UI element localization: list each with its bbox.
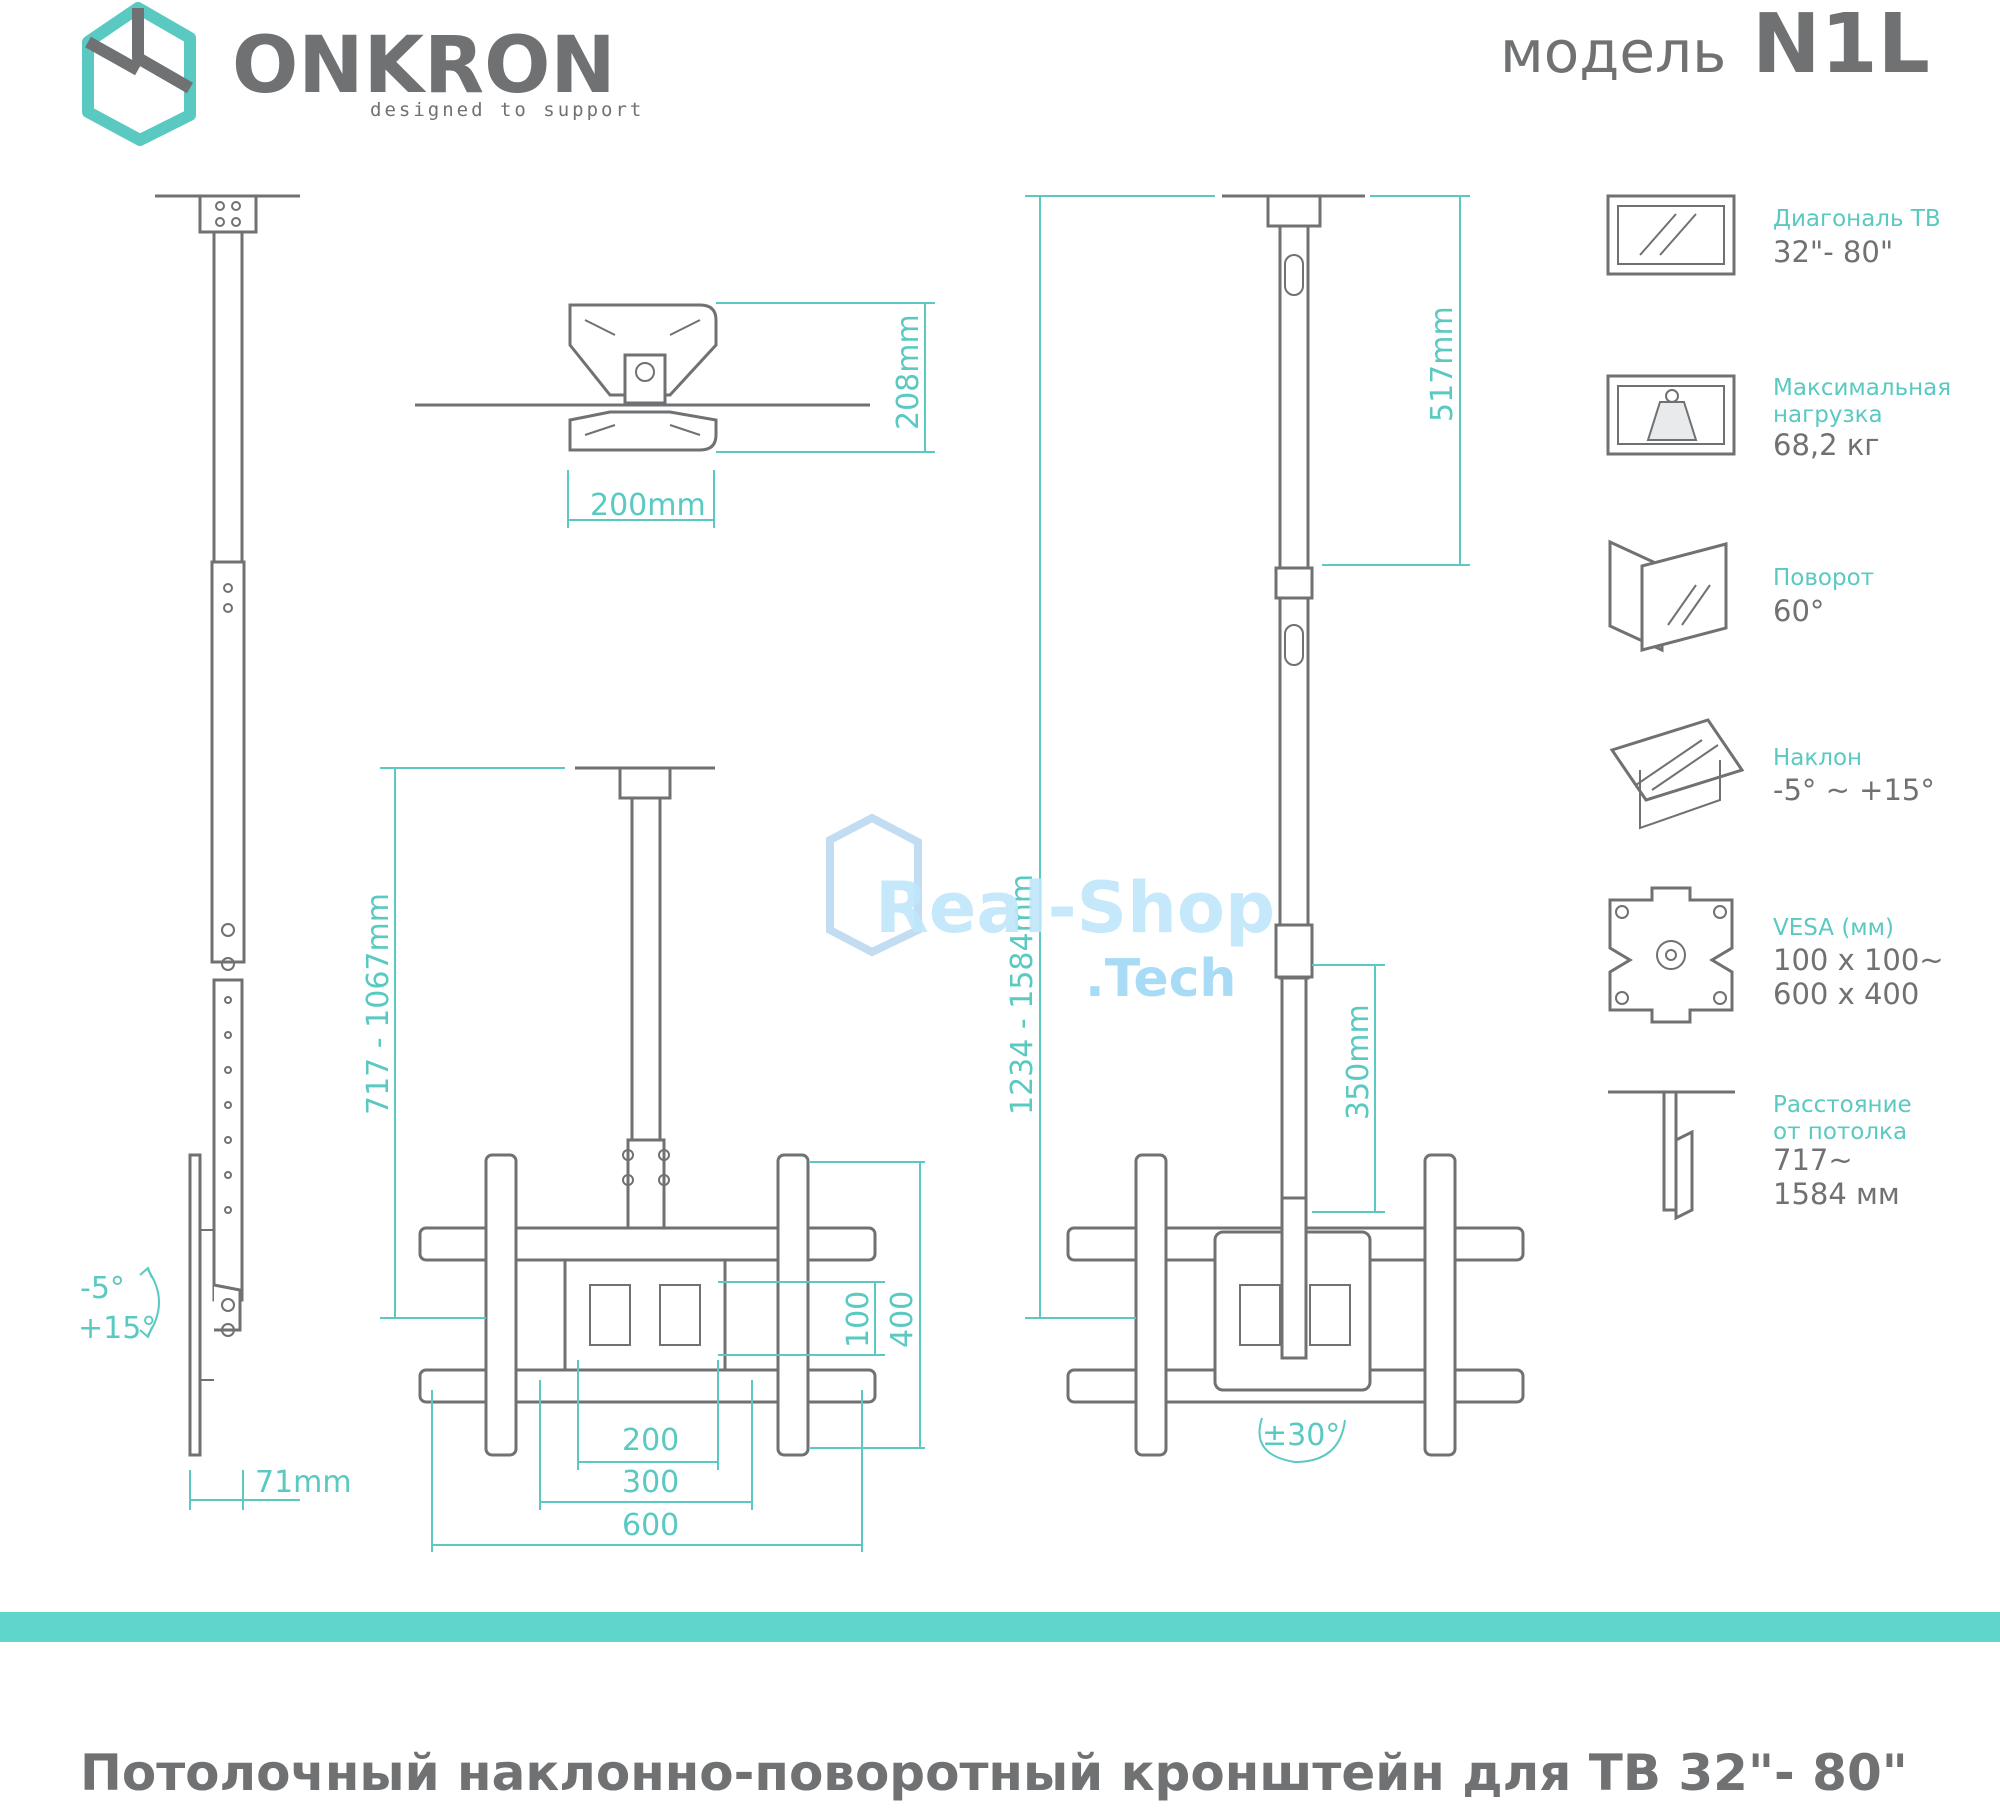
height-short-label: 717 - 1067mm	[361, 893, 396, 1115]
spec-value-0: 32"- 80"	[1773, 235, 1893, 269]
accent-bar	[0, 1612, 2000, 1642]
spec-value-2: 60°	[1773, 594, 1824, 628]
model-code: N1L	[1752, 0, 1930, 92]
swivel-icon	[1608, 539, 1728, 653]
spec-title-0: Диагональ ТВ	[1773, 206, 1941, 232]
watermark: Real-Shop .Tech	[826, 813, 1275, 1009]
tv-diagonal-icon	[1606, 194, 1736, 276]
vesa-300-label: 300	[622, 1465, 679, 1500]
front-view-extended	[1066, 194, 1525, 1457]
spec-value-5: 717~1584 мм	[1773, 1143, 1900, 1211]
vesa-100-label: 100	[841, 1291, 876, 1348]
lower-pole-label: 350mm	[1341, 1004, 1376, 1120]
tilt-icon	[1609, 718, 1745, 830]
watermark-line2: .Tech	[1085, 949, 1236, 1009]
side-view	[155, 194, 300, 1457]
vesa-400-label: 400	[885, 1291, 920, 1348]
vesa-600-label: 600	[622, 1508, 679, 1543]
plate-width-label: 200mm	[590, 488, 706, 523]
vesa-200-label: 200	[622, 1423, 679, 1458]
model-label: модель	[1500, 18, 1726, 86]
front-view-short	[418, 766, 877, 1457]
tilt-minus-label: -5°	[80, 1271, 125, 1306]
spec-value-4: 100 x 100~600 x 400	[1773, 943, 1944, 1011]
spec-title-3: Наклон	[1773, 745, 1862, 771]
spec-value-1: 68,2 кг	[1773, 428, 1880, 462]
spec-title-2: Поворот	[1773, 565, 1874, 591]
watermark-line1: Real-Shop	[875, 867, 1275, 949]
height-full-label: 1234 - 1584mm	[1005, 874, 1040, 1115]
vesa-icon	[1608, 886, 1734, 1024]
plate-height-label: 208mm	[891, 314, 926, 430]
depth-label: 71mm	[255, 1465, 352, 1500]
onkron-logo-icon	[82, 2, 196, 146]
top-view	[415, 303, 870, 452]
tilt-plus-label: +15°	[78, 1311, 156, 1346]
brand-tagline: designed to support	[370, 99, 644, 121]
ceiling-distance-icon	[1608, 1090, 1735, 1221]
spec-value-3: -5° ~ +15°	[1773, 773, 1935, 807]
footer-title: Потолочный наклонно-поворотный кронштейн…	[80, 1744, 1908, 1802]
brand-name: ONKRON	[232, 21, 616, 111]
spec-title-4: VESA (мм)	[1773, 915, 1894, 941]
upper-pole-label: 517mm	[1425, 306, 1460, 422]
swivel-label: ±30°	[1262, 1418, 1340, 1453]
max-load-icon	[1606, 374, 1736, 456]
